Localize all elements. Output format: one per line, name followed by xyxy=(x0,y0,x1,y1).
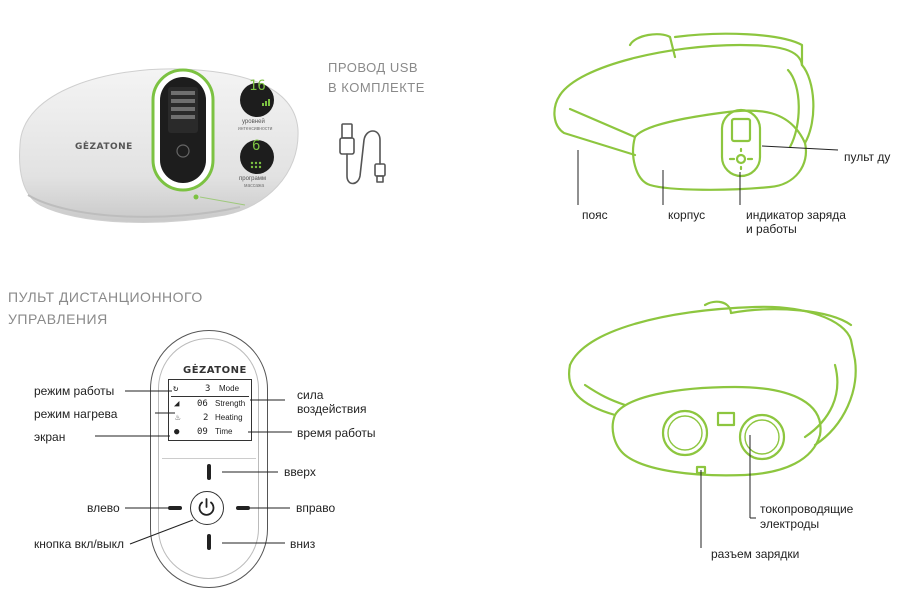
label-electrodes-2: электроды xyxy=(760,517,819,531)
label-charge-port: разъем зарядки xyxy=(711,547,799,561)
label-electrodes-1: токопроводящие xyxy=(760,502,853,516)
